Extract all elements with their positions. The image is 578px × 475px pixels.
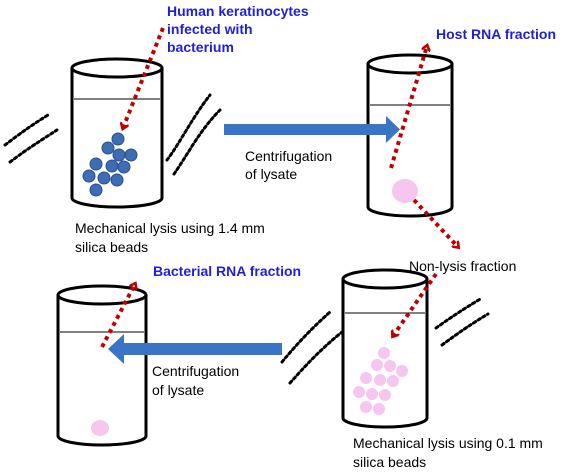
centrifugation-bottom-label-line2: of lysate (152, 382, 205, 398)
infected-cells-label-line2: infected with (167, 21, 253, 37)
centrifugation-top-label-line1: Centrifugation (245, 148, 333, 164)
infected-cells-beads (82, 132, 138, 197)
host-rna-label: Host RNA fraction (436, 26, 557, 42)
tube-2-icon (366, 53, 454, 218)
pointer-to-bacterial-rna (100, 284, 135, 348)
pointer-arrows (100, 27, 458, 348)
lysis-small-label-line1: Mechanical lysis using 0.1 mm (353, 435, 543, 451)
shake-lines-icon (3, 93, 490, 385)
pellet (392, 179, 418, 203)
pointer-to-cells (123, 27, 165, 128)
pellet (91, 420, 109, 436)
centrifugation-bottom-label-line1: Centrifugation (152, 363, 240, 379)
bacterial-rna-label: Bacterial RNA fraction (153, 263, 302, 279)
non-lysis-label: Non-lysis fraction (409, 258, 517, 274)
pointer-to-host-rna (389, 46, 427, 169)
lysis-small-label-line2: silica beads (353, 454, 427, 470)
infected-cells-label-line3: bacterium (167, 39, 234, 55)
tube-4-icon (56, 284, 148, 447)
process-arrow-left (108, 334, 282, 364)
centrifugation-top-label-line2: of lysate (245, 166, 298, 182)
pointer-to-non-lysis (412, 198, 458, 247)
lysis-large-label-line2: silica beads (75, 239, 149, 255)
process-arrow-right (224, 116, 400, 143)
lysis-large-label-line1: Mechanical lysis using 1.4 mm (75, 220, 265, 236)
infected-cells-label-line1: Human keratinocytes (167, 3, 309, 19)
pink-silica-beads (353, 347, 408, 415)
